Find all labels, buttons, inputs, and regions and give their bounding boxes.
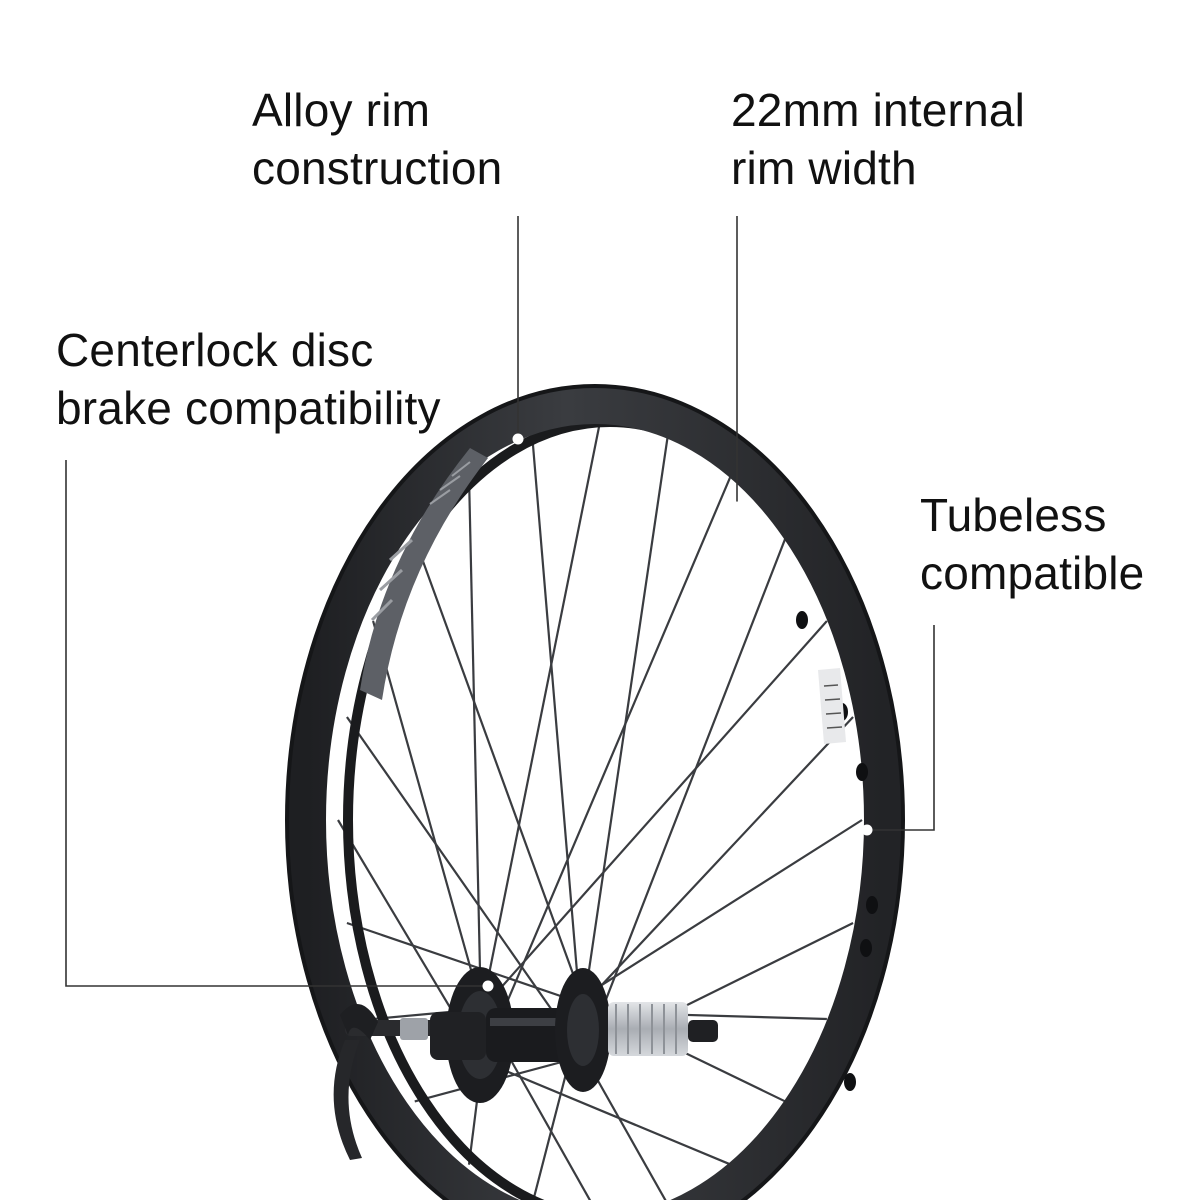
- anchor-dot-tubeless: [861, 824, 873, 836]
- anchor-dot-centerlock: [482, 980, 494, 992]
- callout-rim-width: 22mm internal rim width: [731, 81, 1025, 197]
- rim-body: [288, 386, 902, 1200]
- callout-centerlock: Centerlock disc brake compatibility: [56, 321, 441, 437]
- spoke: [346, 921, 585, 1006]
- rim-spoke-holes: [796, 611, 878, 1091]
- callout-tubeless-line1: Tubeless: [920, 489, 1107, 541]
- spoke: [480, 474, 733, 1062]
- spoke: [481, 620, 828, 1010]
- hub-assembly: [333, 967, 718, 1160]
- spoke: [583, 716, 854, 1005]
- anchor-dot-rim-width: [731, 501, 743, 513]
- spoke: [372, 620, 484, 1010]
- leader-tubeless: [867, 625, 935, 831]
- callout-tubeless: Tubeless compatible: [920, 486, 1144, 602]
- callout-centerlock-line2: brake compatibility: [56, 382, 441, 434]
- rim-outer-edge: [285, 384, 905, 1200]
- callout-rim-width-line2: rim width: [731, 142, 917, 194]
- spoke: [413, 538, 586, 1005]
- anchor-dot-alloy-rim: [512, 433, 524, 445]
- rim-decal-graphic: [360, 448, 488, 700]
- spoke: [467, 475, 484, 1062]
- callout-alloy-rim-line2: construction: [252, 142, 503, 194]
- callout-tubeless-line2: compatible: [920, 547, 1145, 599]
- leader-centerlock: [65, 460, 488, 987]
- rim-sticker: [818, 668, 846, 744]
- spoke: [531, 435, 586, 1057]
- spoke: [481, 1059, 732, 1166]
- callout-alloy-rim: Alloy rim construction: [252, 81, 502, 197]
- callout-leader-lines: [65, 216, 935, 987]
- callout-alloy-rim-line1: Alloy rim: [252, 84, 431, 136]
- callout-centerlock-line1: Centerlock disc: [56, 324, 374, 376]
- callout-anchor-dots: [482, 433, 873, 992]
- callout-rim-width-line1: 22mm internal: [731, 84, 1026, 136]
- spoke: [480, 421, 602, 1010]
- spoke: [346, 716, 585, 1057]
